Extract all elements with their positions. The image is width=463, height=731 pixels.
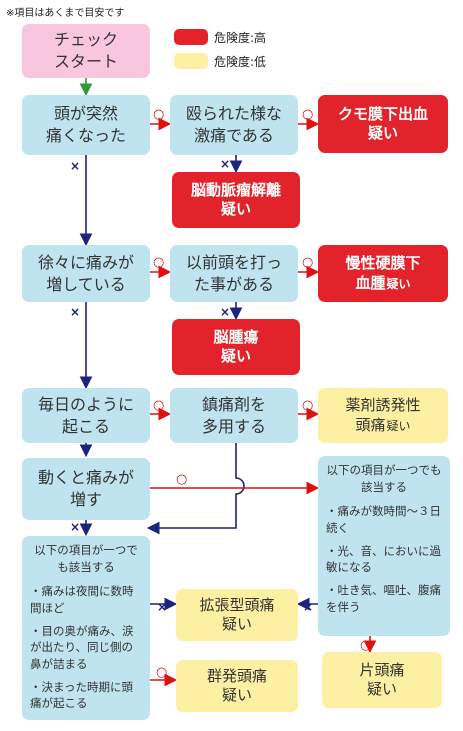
- legend-swatch-high: [174, 29, 208, 45]
- q3-line2: 起こる: [61, 416, 110, 436]
- r8-line1: 片頭痛: [359, 660, 405, 679]
- result-vascular-headache: 拡張型頭痛 疑い: [176, 589, 298, 641]
- result-chronic-subdural-hematoma: 慢性硬膜下 血腫疑い: [318, 245, 448, 302]
- q4-line1: 動くと痛みが: [37, 468, 134, 488]
- r5-line2: 頭痛疑い: [355, 416, 410, 436]
- r5-line2a: 頭痛: [355, 415, 386, 434]
- question-daily-occurrence: 毎日のように 起こる: [22, 388, 150, 443]
- disclaimer-note: ※項目はあくまで目安です: [6, 8, 125, 19]
- yes-mark: ○: [156, 665, 167, 680]
- q1-line1: 頭が突然: [53, 104, 118, 124]
- legend-label-low: 危険度:低: [214, 55, 267, 69]
- r6-line1: 拡張型頭痛: [199, 595, 275, 614]
- list-item: ・痛みが数時間〜３日続く: [326, 504, 441, 536]
- question-sudden-headache: 頭が突然 痛くなった: [22, 95, 150, 155]
- migraine-criteria-list: 以下の項目が一つでも該当する ・痛みが数時間〜３日続く ・光、音、においに過敏に…: [318, 456, 450, 636]
- result-aneurysm-dissection: 脳動脈瘤解離 疑い: [172, 172, 300, 228]
- no-mark: ×: [70, 159, 80, 173]
- no-mark: ×: [303, 600, 313, 614]
- question-gradual-increase: 徐々に痛みが 増している: [22, 245, 150, 302]
- r2-line1: 脳動脈瘤解離: [190, 180, 281, 199]
- yes-mark: ○: [302, 107, 313, 122]
- yes-mark: ○: [176, 472, 187, 487]
- r3-line2b: 疑い: [386, 276, 411, 291]
- list-header: 以下の項目が一つでも該当する: [34, 543, 138, 574]
- no-mark: ×: [220, 305, 230, 319]
- r8-line2: 疑い: [366, 680, 397, 698]
- q3-line1: 毎日のように: [37, 394, 134, 414]
- legend-label-high: 危険度:高: [214, 31, 267, 45]
- q3b-line2: 多用する: [201, 416, 266, 436]
- r7-line2: 疑い: [221, 686, 252, 704]
- question-frequent-analgesics: 鎮痛剤を 多用する: [170, 388, 298, 443]
- r3-line2: 血腫疑い: [355, 274, 410, 294]
- list-item: ・目の奥が痛み、涙が出たり、同じ側の鼻が詰まる: [30, 623, 134, 672]
- list-item: ・吐き気、嘔吐、腹痛を伴う: [326, 583, 441, 614]
- r7-line1: 群発頭痛: [206, 666, 267, 685]
- q2b-line2: た事がある: [193, 274, 274, 294]
- result-migraine: 片頭痛 疑い: [322, 652, 442, 708]
- start-line1: チェック: [53, 30, 118, 50]
- start-line2: スタート: [53, 52, 118, 71]
- q2-line1: 徐々に痛みが: [37, 252, 134, 272]
- q2b-line1: 以前頭を打っ: [185, 252, 282, 272]
- r3-line2a: 血腫: [355, 273, 386, 292]
- list-item: ・決まった時期に頭痛が起こる: [30, 679, 134, 711]
- result-subarachnoid-hemorrhage: クモ膜下出血 疑い: [318, 95, 448, 153]
- list-header: 以下の項目が一つでも該当する: [326, 463, 442, 494]
- yes-mark: ○: [153, 107, 164, 122]
- yes-mark: ○: [302, 255, 313, 270]
- r5-line1: 薬剤誘発性: [345, 396, 421, 414]
- r2-line2: 疑い: [220, 200, 251, 218]
- r6-line2: 疑い: [221, 615, 252, 633]
- q1b-line1: 殴られた様な: [185, 104, 282, 124]
- yes-mark: ○: [153, 398, 164, 413]
- result-medication-overuse-headache: 薬剤誘発性 頭痛疑い: [318, 388, 448, 443]
- r1-line2: 疑い: [367, 124, 398, 142]
- yes-mark: ○: [302, 398, 313, 413]
- q3b-line1: 鎮痛剤を: [201, 394, 266, 414]
- r4-line1: 脳腫瘍: [213, 327, 259, 346]
- q1-line2: 痛くなった: [45, 126, 126, 145]
- no-mark: ×: [70, 305, 80, 319]
- result-cluster-headache: 群発頭痛 疑い: [176, 660, 298, 712]
- r1-line1: クモ膜下出血: [337, 104, 428, 123]
- list-item: ・痛みは夜間に数時間ほど: [30, 584, 134, 616]
- r5-line2b: 疑い: [386, 418, 411, 433]
- no-mark: ×: [70, 520, 80, 534]
- cluster-criteria-list: 以下の項目が一つでも該当する ・痛みは夜間に数時間ほど ・目の奥が痛み、涙が出た…: [22, 536, 150, 720]
- r3-line1: 慢性硬膜下: [345, 254, 421, 272]
- list-item: ・光、音、においに過敏になる: [326, 543, 441, 575]
- legend-swatch-low: [174, 53, 208, 69]
- start-box: チェック スタート: [22, 24, 150, 78]
- yes-mark: ○: [153, 255, 164, 270]
- result-brain-tumor: 脳腫瘍 疑い: [172, 319, 300, 375]
- question-worse-with-movement: 動くと痛みが 増す: [22, 458, 150, 520]
- q2-line2: 増している: [46, 274, 126, 294]
- no-mark: ×: [220, 157, 230, 171]
- no-mark: ×: [157, 600, 167, 614]
- r4-line2: 疑い: [220, 347, 251, 365]
- question-previous-head-injury: 以前頭を打っ た事がある: [170, 245, 298, 302]
- q1b-line2: 激痛である: [194, 126, 274, 145]
- q4-line2: 増す: [69, 490, 102, 509]
- question-severe-pain: 殴られた様な 激痛である: [170, 95, 298, 155]
- yes-mark: ○: [360, 638, 371, 653]
